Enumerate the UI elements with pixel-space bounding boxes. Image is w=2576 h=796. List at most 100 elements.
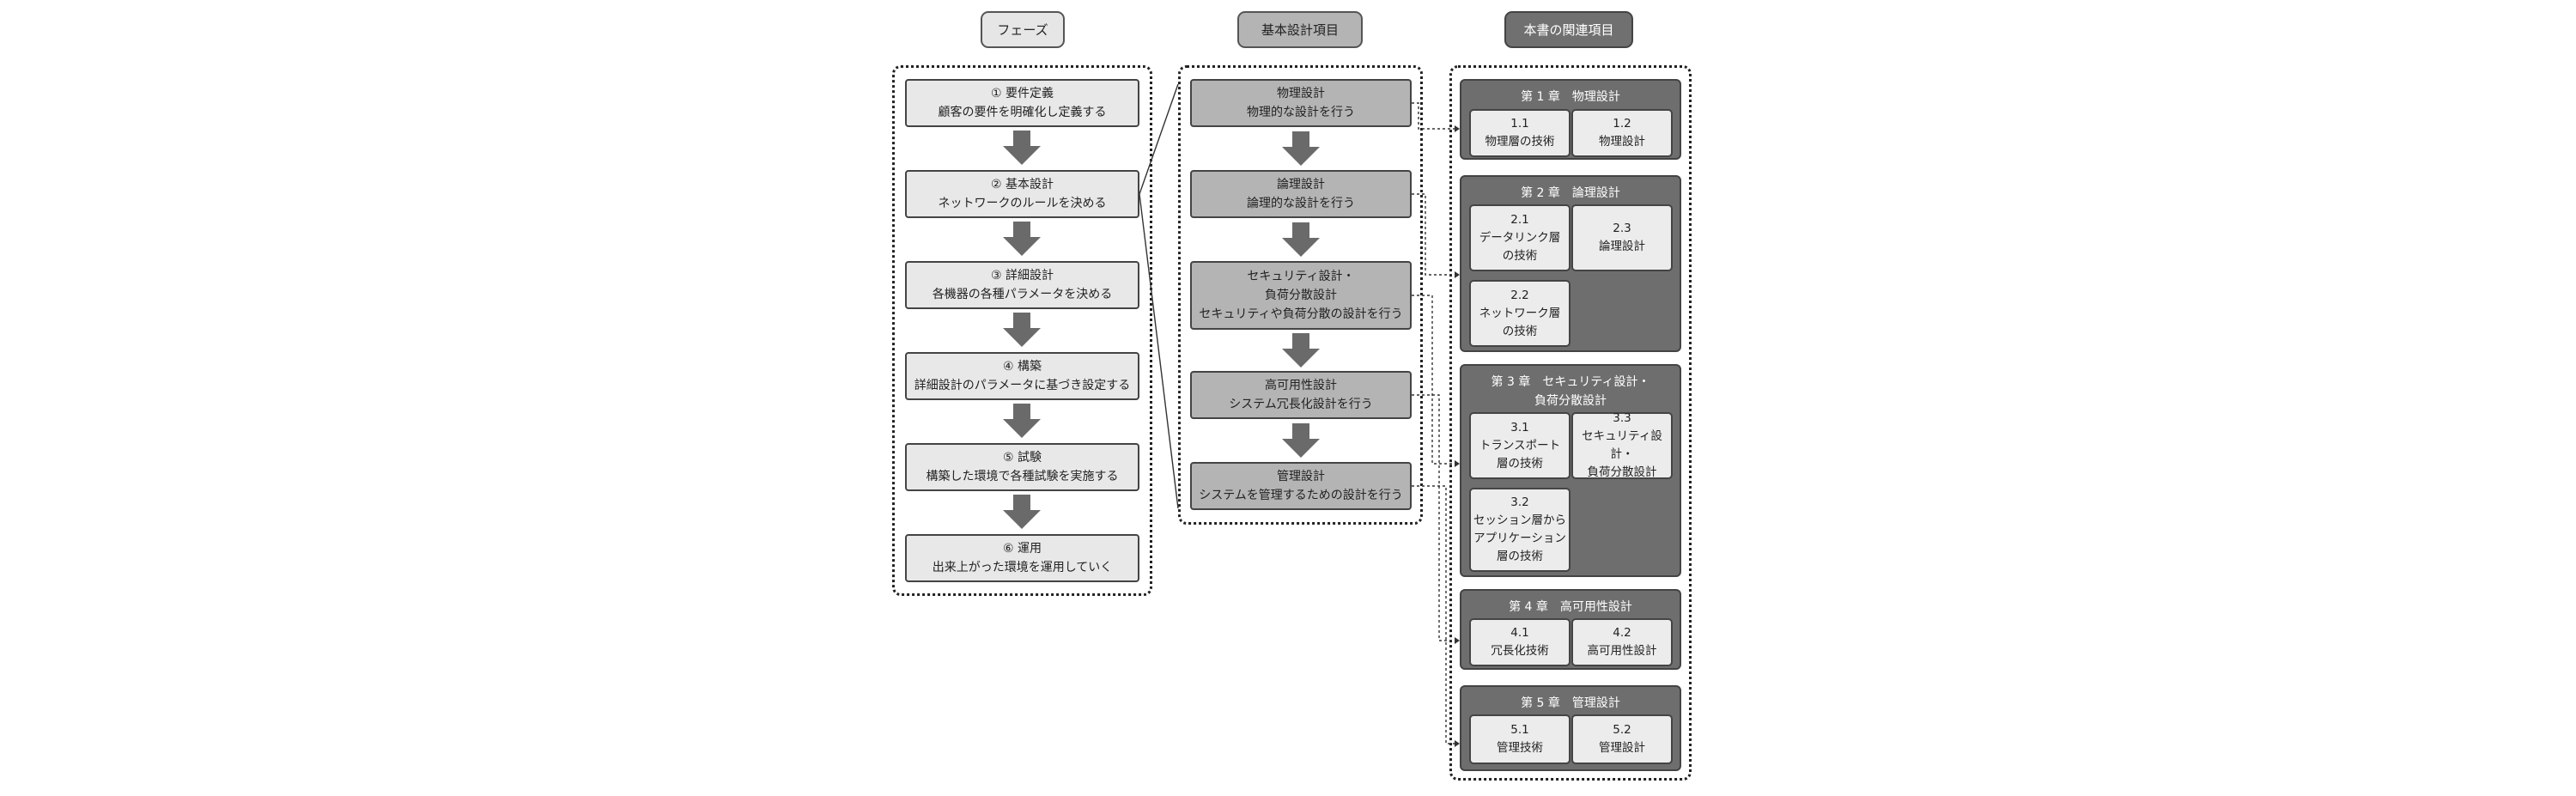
section-line: 層の技術: [1497, 550, 1543, 563]
chapter-title-line: 第 1 章 物理設計: [1521, 90, 1620, 104]
section-box: 3.1 トランスポート層の技術: [1469, 412, 1571, 479]
header-related-items: 本書の関連項目: [1504, 11, 1633, 48]
section-line: 物理層の技術: [1485, 135, 1555, 149]
basic-design-box: 論理設計論理的な設計を行う: [1190, 170, 1412, 218]
section-box: 5.2 管理設計: [1571, 714, 1673, 764]
connector-arrowhead-icon: [1455, 271, 1460, 278]
basic-design-line: 論理的な設計を行う: [1247, 197, 1355, 210]
section-line: 管理設計: [1599, 741, 1645, 755]
basic-design-box: 高可用性設計システム冗長化設計を行う: [1190, 371, 1412, 419]
basic-design-line: 高可用性設計: [1265, 379, 1337, 392]
connector-arrowhead-icon: [1455, 125, 1460, 132]
connector-line: [1412, 485, 1458, 744]
down-arrow-icon: [1003, 495, 1041, 529]
phase-desc: 構築した環境で各種試験を実施する: [926, 470, 1119, 483]
basic-design-line: システムを管理するための設計を行う: [1199, 489, 1403, 502]
connector-line: [1139, 193, 1179, 509]
basic-design-line: 負荷分散設計: [1265, 289, 1337, 302]
section-box: 4.1 冗長化技術: [1469, 618, 1571, 666]
phase-box: ③ 詳細設計各機器の各種パラメータを決める: [905, 261, 1139, 309]
section-line: セキュリティ設計・: [1582, 429, 1662, 461]
down-arrow-icon: [1003, 222, 1041, 256]
connector-arrowhead-icon: [1455, 740, 1460, 747]
section-line: 4.2: [1613, 626, 1631, 640]
down-arrow-icon: [1282, 333, 1320, 368]
down-arrow-icon: [1003, 404, 1041, 438]
basic-design-line: セキュリティや負荷分散の設計を行う: [1199, 307, 1403, 321]
phase-box: ⑤ 試験構築した環境で各種試験を実施する: [905, 443, 1139, 491]
phase-title: ② 基本設計: [990, 178, 1054, 191]
phase-desc: 各機器の各種パラメータを決める: [932, 288, 1113, 301]
phase-group-frame: [892, 65, 1152, 596]
chapter-title-line: 第 3 章 セキュリティ設計・: [1491, 375, 1650, 389]
phase-box: ⑥ 運用出来上がった環境を運用していく: [905, 534, 1139, 582]
section-line: 1.2: [1613, 117, 1631, 131]
phase-desc: 出来上がった環境を運用していく: [932, 561, 1113, 574]
section-line: の技術: [1502, 324, 1538, 338]
phase-box: ① 要件定義顧客の要件を明確化し定義する: [905, 79, 1139, 127]
down-arrow-icon: [1282, 222, 1320, 257]
header-phase: フェーズ: [981, 11, 1065, 48]
section-line: 3.1: [1510, 420, 1529, 434]
section-line: 2.2: [1510, 288, 1529, 302]
phase-box: ② 基本設計ネットワークのルールを決める: [905, 170, 1139, 218]
down-arrow-icon: [1003, 313, 1041, 347]
basic-design-line: セキュリティ設計・: [1247, 270, 1355, 283]
section-line: 2.3: [1613, 222, 1631, 235]
phase-box: ④ 構築詳細設計のパラメータに基づき設定する: [905, 352, 1139, 400]
section-line: 5.1: [1510, 723, 1529, 737]
section-line: 4.1: [1510, 626, 1529, 640]
phase-desc: 詳細設計のパラメータに基づき設定する: [914, 379, 1131, 392]
section-line: 論理設計: [1599, 240, 1645, 253]
section-line: 2.1: [1510, 212, 1529, 227]
section-line: データリンク層: [1479, 230, 1561, 245]
section-line: 5.2: [1613, 723, 1631, 737]
down-arrow-icon: [1282, 423, 1320, 458]
section-line: 1.1: [1510, 117, 1529, 131]
connector-line: [1412, 295, 1458, 465]
phase-desc: ネットワークのルールを決める: [938, 197, 1107, 210]
down-arrow-icon: [1282, 131, 1320, 166]
chapter-title: 第 4 章 高可用性設計: [1461, 598, 1680, 617]
section-line: 3.2: [1510, 495, 1529, 509]
connector-line: [1412, 102, 1458, 130]
section-line: 高可用性設計: [1587, 644, 1657, 658]
basic-design-line: 管理設計: [1277, 470, 1325, 483]
chapter-title-line: 第 4 章 高可用性設計: [1509, 600, 1632, 614]
section-line: 冗長化技術: [1491, 644, 1549, 658]
section-line: トランスポート: [1479, 438, 1561, 453]
section-line: セッション層から: [1473, 513, 1566, 527]
phase-title: ④ 構築: [1002, 360, 1042, 374]
basic-design-line: システム冗長化設計を行う: [1229, 398, 1373, 411]
phase-title: ⑥ 運用: [1002, 542, 1042, 556]
basic-design-box: セキュリティ設計・負荷分散設計セキュリティや負荷分散の設計を行う: [1190, 261, 1412, 330]
chapter-title-line: 第 2 章 論理設計: [1521, 186, 1620, 200]
header-basic-design: 基本設計項目: [1237, 11, 1363, 48]
connector-line: [1139, 83, 1179, 195]
basic-design-line: 物理設計: [1277, 87, 1325, 100]
section-box: 1.2 物理設計: [1571, 109, 1673, 157]
connector-arrowhead-icon: [1455, 637, 1460, 644]
basic-design-box: 物理設計物理的な設計を行う: [1190, 79, 1412, 127]
chapter-title: 第 1 章 物理設計: [1461, 88, 1680, 106]
section-line: 層の技術: [1497, 456, 1543, 471]
section-box: 5.1 管理技術: [1469, 714, 1571, 764]
section-box: 1.1 物理層の技術: [1469, 109, 1571, 157]
basic-design-line: 物理的な設計を行う: [1247, 106, 1355, 119]
section-line: 負荷分散設計: [1587, 465, 1657, 479]
phase-title: ⑤ 試験: [1002, 451, 1042, 465]
chapter-title: 第 3 章 セキュリティ設計・負荷分散設計: [1461, 373, 1680, 410]
basic-design-line: 論理設計: [1277, 178, 1325, 191]
chapter-title: 第 2 章 論理設計: [1461, 184, 1680, 203]
section-box: 4.2 高可用性設計: [1571, 618, 1673, 666]
connector-line: [1412, 394, 1458, 641]
chapter-title-line: 第 5 章 管理設計: [1521, 696, 1620, 710]
connector-arrowhead-icon: [1455, 460, 1460, 467]
section-line: 物理設計: [1599, 135, 1645, 149]
section-line: 管理技術: [1497, 741, 1543, 755]
section-box: 2.3 論理設計: [1571, 204, 1673, 271]
basic-design-group-frame: [1178, 65, 1423, 525]
